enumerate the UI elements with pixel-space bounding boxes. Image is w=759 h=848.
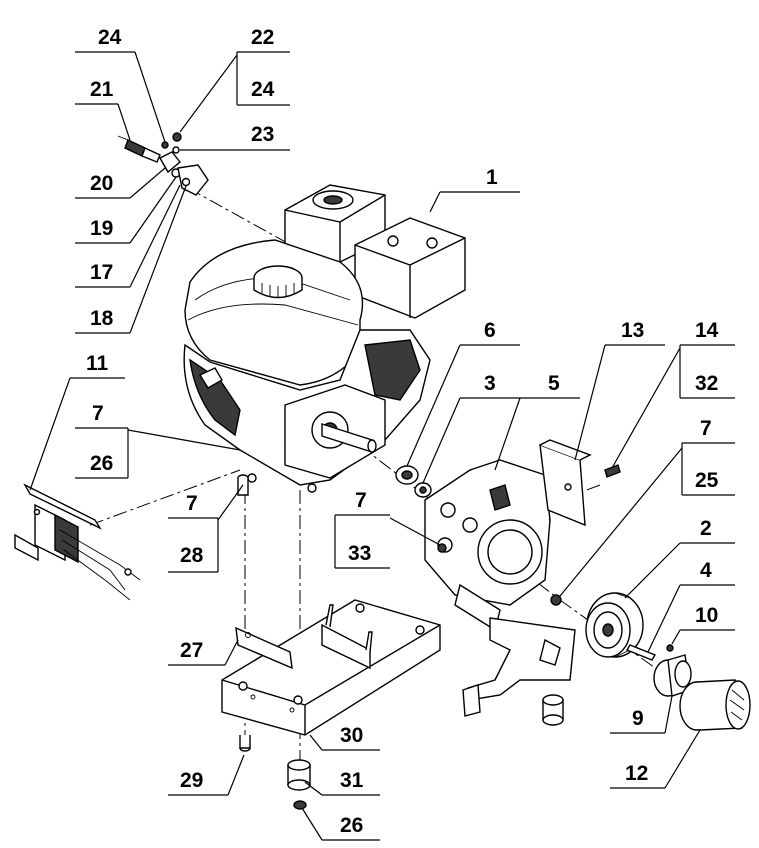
callout-19: 19 <box>90 217 113 240</box>
callout-5: 5 <box>548 372 560 395</box>
callout-2: 2 <box>700 517 712 540</box>
engine-assembly <box>183 184 466 493</box>
callout-7-left: 7 <box>92 402 104 425</box>
bolt-33 <box>437 543 447 553</box>
control-unit-harness <box>14 483 141 601</box>
callout-30: 30 <box>340 724 363 747</box>
callout-4: 4 <box>700 559 712 582</box>
pulley <box>585 592 644 658</box>
callout-17: 17 <box>90 261 113 284</box>
callout-29: 29 <box>180 769 203 792</box>
callout-25: 25 <box>695 469 719 492</box>
screw-14 <box>604 464 621 478</box>
callout-28: 28 <box>180 544 204 567</box>
callout-26-bottom: 26 <box>340 814 363 837</box>
sleeve <box>679 679 751 731</box>
shaft-key <box>625 644 657 661</box>
angle-bracket-hole <box>245 632 251 638</box>
oil-seal-bore <box>401 470 413 480</box>
support-bracket <box>462 617 576 717</box>
bolt-28 <box>237 474 249 496</box>
callout-21: 21 <box>90 78 114 101</box>
bracket-rubber-foot <box>542 694 564 726</box>
callout-24-top: 24 <box>98 26 122 49</box>
callout-leaders <box>29 51 735 841</box>
callout-12: 12 <box>625 762 648 785</box>
callout-33: 33 <box>348 542 371 565</box>
callout-23: 23 <box>251 123 274 146</box>
callout-7-bolt: 7 <box>186 492 198 515</box>
base-plate <box>221 599 441 736</box>
callout-22: 22 <box>251 26 274 49</box>
callout-20: 20 <box>90 172 113 195</box>
nut-26 <box>293 800 307 810</box>
callout-1: 1 <box>486 166 498 189</box>
callout-7-center: 7 <box>355 489 367 512</box>
callout-6: 6 <box>484 319 496 342</box>
callout-27: 27 <box>180 639 203 662</box>
callout-11: 11 <box>86 352 109 375</box>
callout-13: 13 <box>621 319 644 342</box>
callout-10: 10 <box>695 604 718 627</box>
callout-31: 31 <box>340 769 364 792</box>
callout-3: 3 <box>484 372 496 395</box>
bolt-29 <box>239 735 251 752</box>
callout-26-left: 26 <box>90 452 113 475</box>
angle-bracket <box>235 626 293 670</box>
adapter-housing <box>424 459 551 632</box>
callout-9: 9 <box>632 707 644 730</box>
callout-14: 14 <box>695 319 719 342</box>
callout-labels: 24 22 24 21 23 20 1 19 17 18 6 13 14 11 … <box>86 26 719 837</box>
callout-32: 32 <box>695 372 718 395</box>
rubber-mount <box>287 759 311 791</box>
callout-18: 18 <box>90 307 114 330</box>
washer-hole <box>419 486 427 494</box>
coupling <box>653 654 692 697</box>
callout-24-right: 24 <box>251 78 275 101</box>
callout-7-right: 7 <box>700 417 712 440</box>
cover-plate <box>539 439 592 527</box>
sensor-parts-group <box>117 132 209 196</box>
nut-25 <box>550 594 562 606</box>
set-pin <box>666 644 674 652</box>
